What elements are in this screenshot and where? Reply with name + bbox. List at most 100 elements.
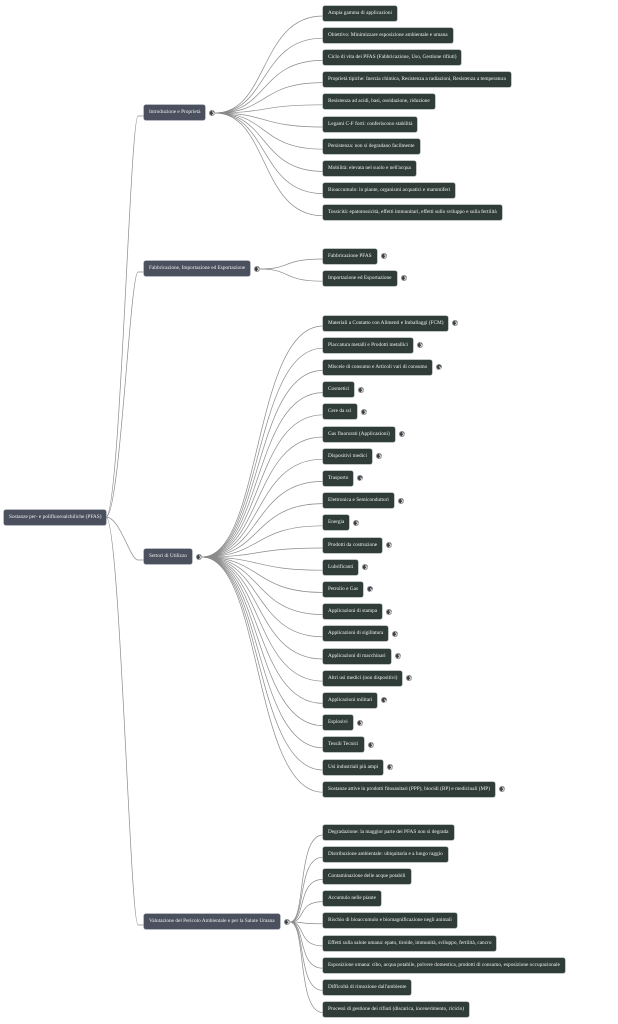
expand-toggle-icon[interactable] (358, 386, 364, 393)
expand-toggle-icon[interactable] (398, 497, 404, 504)
collapse-toggle-icon[interactable] (209, 110, 215, 116)
leaf-node[interactable]: Distribuzione ambientale: ubiquitaria e … (323, 846, 448, 862)
expand-toggle-icon[interactable] (368, 741, 374, 748)
expand-toggle-icon[interactable] (386, 608, 392, 615)
expand-toggle-icon[interactable] (392, 630, 398, 637)
expand-toggle-icon[interactable] (401, 275, 407, 282)
branch-leaf-link (214, 37, 324, 114)
leaf-node[interactable]: Lubrificanti (323, 559, 359, 575)
branch-leaf-link (289, 879, 324, 923)
leaf-node[interactable]: Persistenza: non si degradano facilmente (323, 138, 420, 154)
expand-toggle-icon[interactable] (386, 542, 392, 548)
branch-leaf-link (289, 921, 324, 1013)
branch-leaf-link (201, 370, 324, 558)
leaf-node[interactable]: Degradazione: la maggior parte dei PFAS … (323, 824, 454, 840)
expand-toggle-icon[interactable] (406, 675, 412, 682)
branch-leaf-link (201, 556, 324, 593)
expand-toggle-icon[interactable] (387, 764, 393, 770)
leaf-node[interactable]: Applicazioni militari (323, 692, 378, 708)
expand-toggle-icon[interactable] (376, 453, 382, 460)
leaf-node[interactable]: Sostanze attive in prodotti fitosanitari… (323, 781, 495, 797)
expand-toggle-icon[interactable] (353, 519, 359, 526)
leaf-node[interactable]: Processi di gestione dei rifiuti (discar… (323, 1002, 470, 1018)
leaf-node[interactable]: Prodotti da costruzione (323, 537, 383, 553)
expand-toggle-icon[interactable] (395, 653, 401, 659)
leaf-node[interactable]: Contaminazione delle acque potabili (323, 868, 411, 884)
branch-leaf-link (214, 15, 324, 114)
expand-toggle-icon[interactable] (381, 253, 387, 259)
branch-leaf-link (214, 112, 324, 217)
branch-leaf-link (201, 458, 324, 558)
leaf-node[interactable]: Applicazioni di sigillatura (323, 626, 389, 642)
leaf-node[interactable]: Tossicità: epatotossicità, effetti immun… (323, 205, 502, 221)
leaf-node[interactable]: Rischio di bioaccumulo e biomagnificazio… (323, 913, 457, 929)
root-node[interactable]: Sostanze per- e polifluoroalchiliche (PF… (4, 510, 107, 525)
leaf-node[interactable]: Applicazioni di macchinari (323, 648, 391, 664)
leaf-node[interactable]: Importazione ed Esportazione (323, 270, 397, 286)
collapse-toggle-icon[interactable] (284, 919, 290, 925)
leaf-node[interactable]: Fabbricazione PFAS (323, 248, 377, 264)
expand-toggle-icon[interactable] (367, 586, 373, 593)
leaf-node[interactable]: Difficoltà di rimozione dall'ambiente (323, 979, 412, 995)
leaf-node[interactable]: Tessili Tecnici (323, 737, 364, 753)
branch-leaf-link (289, 834, 324, 923)
expand-toggle-icon[interactable] (357, 475, 363, 482)
branch-node[interactable]: Introduzione e Proprietà (144, 104, 206, 120)
collapse-toggle-icon[interactable] (254, 266, 260, 272)
leaf-node[interactable]: Applicazioni di stampa (323, 604, 383, 620)
leaf-node[interactable]: Energia (323, 515, 350, 531)
leaf-node[interactable]: Accumulo nelle piante (323, 891, 381, 907)
expand-toggle-icon[interactable] (452, 320, 458, 326)
branch-leaf-link (289, 921, 324, 925)
branch-leaf-link (214, 112, 324, 172)
leaf-node[interactable]: Bioaccumulo: in piante, organismi acquat… (323, 183, 456, 199)
leaf-node[interactable]: Mobilità: elevata nel suolo e nell'acqua (323, 160, 416, 176)
root-branch-link (105, 271, 144, 518)
expand-toggle-icon[interactable] (417, 342, 423, 349)
branch-node[interactable]: Fabbricazione, Importazione ed Esportazi… (144, 260, 251, 276)
collapse-toggle-icon[interactable] (196, 554, 202, 560)
leaf-node[interactable]: Materiali a Contatto con Alimenti e Imba… (323, 315, 449, 331)
root-branch-link (105, 516, 144, 926)
branch-leaf-link (214, 60, 324, 114)
branch-leaf-link (289, 901, 324, 923)
leaf-node[interactable]: Resistenza ad acidi, basi, ossidazione, … (323, 94, 435, 110)
leaf-node[interactable]: Dispositivi medici (323, 448, 372, 464)
leaf-node[interactable]: Ampia gamma di applicazioni (323, 5, 397, 21)
branch-leaf-link (201, 556, 324, 615)
branch-leaf-link (201, 547, 324, 558)
leaf-node[interactable]: Cosmetici (323, 382, 355, 398)
expand-toggle-icon[interactable] (361, 408, 367, 415)
leaf-node[interactable]: Obiettivo: Minimizzare esposizione ambie… (323, 27, 453, 43)
expand-toggle-icon[interactable] (399, 431, 405, 437)
branch-leaf-link (259, 268, 324, 282)
leaf-node[interactable]: Altri usi medici (non dispositivi) (323, 670, 403, 686)
leaf-node[interactable]: Trasporto (323, 470, 354, 486)
leaf-node[interactable]: Gas fluorurati (Applicazioni) (323, 426, 395, 442)
leaf-node[interactable]: Petrolio e Gas (323, 581, 364, 597)
expand-toggle-icon[interactable] (436, 364, 442, 371)
leaf-node[interactable]: Miscele di consumo e Articoli vari di co… (323, 359, 433, 375)
expand-toggle-icon[interactable] (499, 786, 505, 793)
leaf-node[interactable]: Proprietà tipiche: Inerzia chimica, Resi… (323, 72, 511, 88)
branch-node[interactable]: Valutazione del Pericolo Ambientale e pe… (144, 913, 280, 929)
leaf-node[interactable]: Ciclo di vita dei PFAS (Fabbricazione, U… (323, 49, 462, 65)
leaf-node[interactable]: Esplosivi (323, 715, 353, 731)
leaf-node[interactable]: Esposizione umana: cibo, acqua potabile,… (323, 957, 565, 973)
leaf-node[interactable]: Effetti sulla salute umana: epato, tiroi… (323, 935, 497, 951)
branch-leaf-link (201, 392, 324, 558)
branch-leaf-link (201, 436, 324, 558)
branch-node[interactable]: Settori di Utilizzo (144, 548, 192, 564)
branch-leaf-link (201, 556, 324, 571)
leaf-node[interactable]: Legami C-F forti: conferiscono stabilità (323, 116, 418, 132)
leaf-node[interactable]: Placcatura metalli e Prodotti metallici (323, 337, 414, 353)
branch-leaf-link (201, 481, 324, 558)
expand-toggle-icon[interactable] (357, 719, 363, 726)
leaf-node[interactable]: Elettronica e Semiconduttori (323, 493, 394, 509)
branch-leaf-link (201, 525, 324, 558)
leaf-node[interactable]: Usi industriali più ampi (323, 759, 384, 775)
expand-toggle-icon[interactable] (362, 564, 368, 571)
expand-toggle-icon[interactable] (381, 697, 387, 704)
leaf-node[interactable]: Cere da sci (323, 404, 357, 420)
